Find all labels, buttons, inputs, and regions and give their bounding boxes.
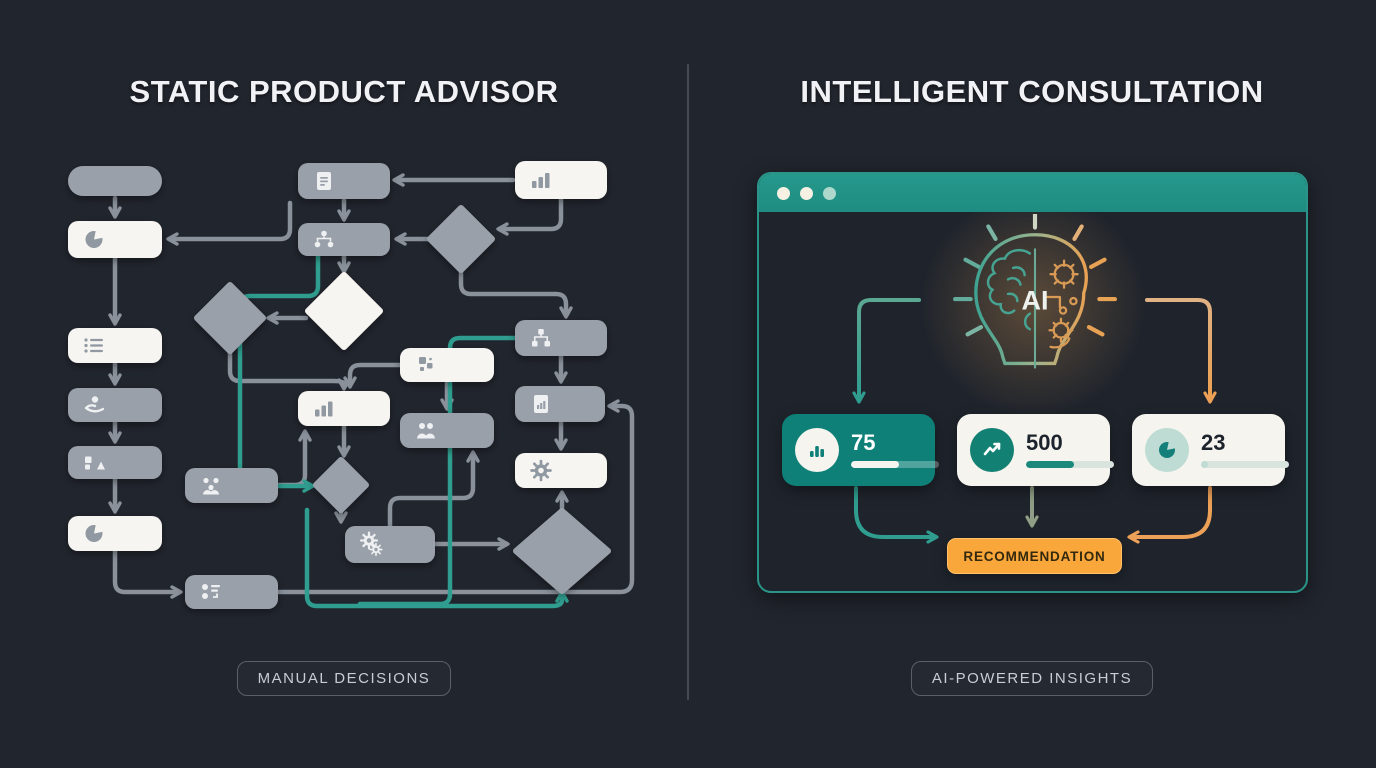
window-dot [823, 186, 836, 200]
flow-edge [166, 200, 293, 246]
flow-node [515, 320, 607, 356]
window-header [759, 174, 1306, 212]
flow-node [515, 161, 607, 199]
arrow-card3-to-recommendation [1127, 486, 1212, 544]
flow-edge [275, 429, 312, 488]
panel-divider [687, 64, 689, 700]
bulb-glow [921, 192, 1146, 417]
flow-nodes [68, 161, 611, 609]
flow-node [194, 282, 266, 354]
hierarchy-icon [532, 329, 550, 347]
intelligent-consultation-panel: INTELLIGENT CONSULTATION AI-POWERED INSI… [688, 0, 1376, 768]
right-panel-title: INTELLIGENT CONSULTATION [800, 74, 1264, 109]
flow-edge [343, 362, 403, 389]
flow-node [305, 272, 383, 350]
flow-node [515, 386, 605, 422]
bulb-rays [953, 214, 1117, 337]
ai-powered-insights-badge: AI-POWERED INSIGHTS [910, 661, 1154, 696]
team-icon [203, 477, 219, 495]
static-flowchart [68, 161, 635, 609]
people-icon [417, 423, 435, 439]
flow-node [68, 516, 162, 551]
flow-node [68, 446, 162, 479]
flow-edge [496, 196, 564, 236]
document-chart-icon [534, 395, 548, 413]
pie-chart-icon [85, 523, 104, 542]
static-advisor-panel: STATIC PRODUCT ADVISOR MANUAL DECISIONS [129, 74, 559, 696]
flow-node [68, 388, 162, 422]
flow-node [313, 457, 369, 513]
flow-node [513, 508, 611, 594]
ai-brain-bulb-icon: AI [953, 214, 1117, 406]
consultation-app-window: AI [757, 172, 1308, 593]
pie-chart-icon [85, 229, 104, 248]
user-list-icon [202, 584, 220, 599]
bulb-outline [974, 233, 1088, 366]
org-chart-icon [314, 230, 334, 248]
window-dot [777, 186, 790, 200]
list-icon [84, 338, 103, 353]
arrow-bulb-to-card1 [852, 298, 921, 404]
hand-user-icon [84, 396, 105, 413]
document-icon [317, 172, 331, 190]
flow-edge [458, 267, 573, 319]
flow-node [400, 348, 494, 382]
flow-node [515, 453, 607, 488]
flow-node [68, 166, 162, 196]
flow-node [68, 221, 162, 258]
recommendation-button[interactable]: RECOMMENDATION [947, 538, 1122, 574]
flow-edge [357, 335, 518, 607]
brain-icon [986, 248, 1037, 369]
gears-icon [360, 531, 383, 557]
left-panel-title: STATIC PRODUCT ADVISOR [129, 74, 559, 109]
bar-chart-icon [532, 173, 550, 188]
squares-icon [419, 357, 433, 371]
window-dot [800, 186, 813, 200]
arrow-bulb-to-card3 [1145, 298, 1217, 404]
flow-edges [108, 173, 635, 609]
gear-icon [530, 459, 552, 482]
flow-node [298, 163, 390, 199]
arrow-card1-to-recommendation [854, 486, 939, 544]
flow-node [68, 328, 162, 363]
flow-node [345, 526, 435, 563]
manual-decisions-badge: MANUAL DECISIONS [236, 661, 452, 696]
circuit-gears-icon [1044, 259, 1079, 349]
window-flow-arrows [852, 298, 1217, 544]
flow-node [298, 223, 390, 256]
flow-node [185, 575, 278, 609]
flow-node [400, 413, 494, 448]
flow-node [427, 205, 495, 273]
blocks-warning-icon [85, 456, 105, 470]
flow-edge [112, 548, 183, 599]
flow-node [185, 468, 278, 503]
bulb-base [1011, 389, 1059, 406]
bar-chart-icon [315, 401, 333, 417]
flow-edge [275, 399, 635, 595]
ai-label: AI [1022, 285, 1049, 315]
flow-node [298, 391, 390, 426]
flow-edge [227, 348, 351, 391]
flow-edge [387, 450, 480, 533]
flow-edge [304, 507, 569, 609]
